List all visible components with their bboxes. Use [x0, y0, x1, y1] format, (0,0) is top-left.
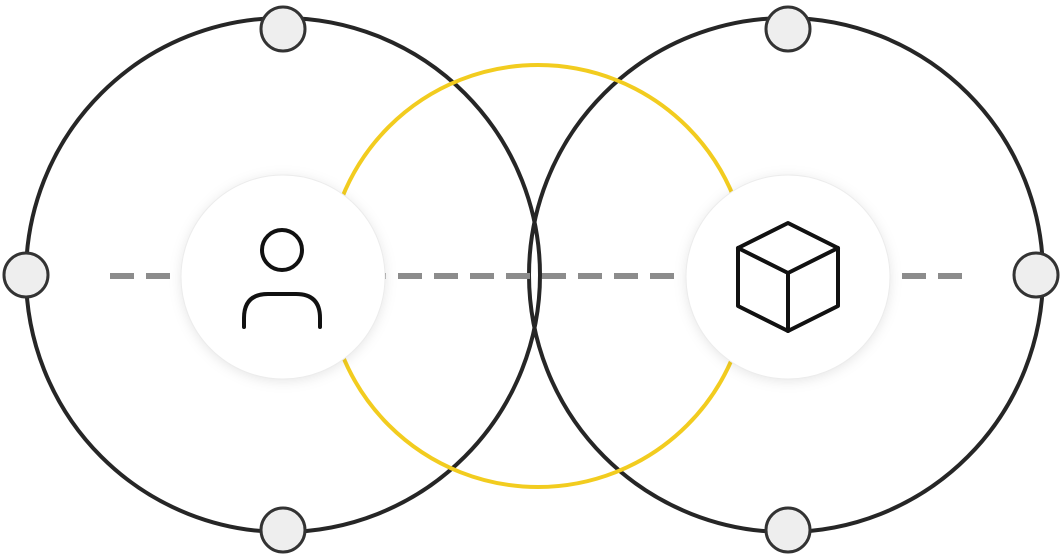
left-ring-node-left[interactable] [2, 251, 50, 299]
cube-icon [736, 221, 840, 333]
right-ring-node-right[interactable] [1012, 251, 1060, 299]
user-hub-disc [181, 175, 385, 379]
left-ring-node-bottom[interactable] [259, 506, 307, 554]
object-hub-outline [685, 174, 891, 380]
left-ring-node-top[interactable] [259, 5, 307, 53]
user-hub [180, 174, 386, 380]
user-icon [242, 228, 322, 329]
object-hub [685, 174, 891, 380]
user-hub-outline [180, 174, 386, 380]
right-ring-node-top[interactable] [764, 5, 812, 53]
right-ring-node-bottom[interactable] [764, 506, 812, 554]
